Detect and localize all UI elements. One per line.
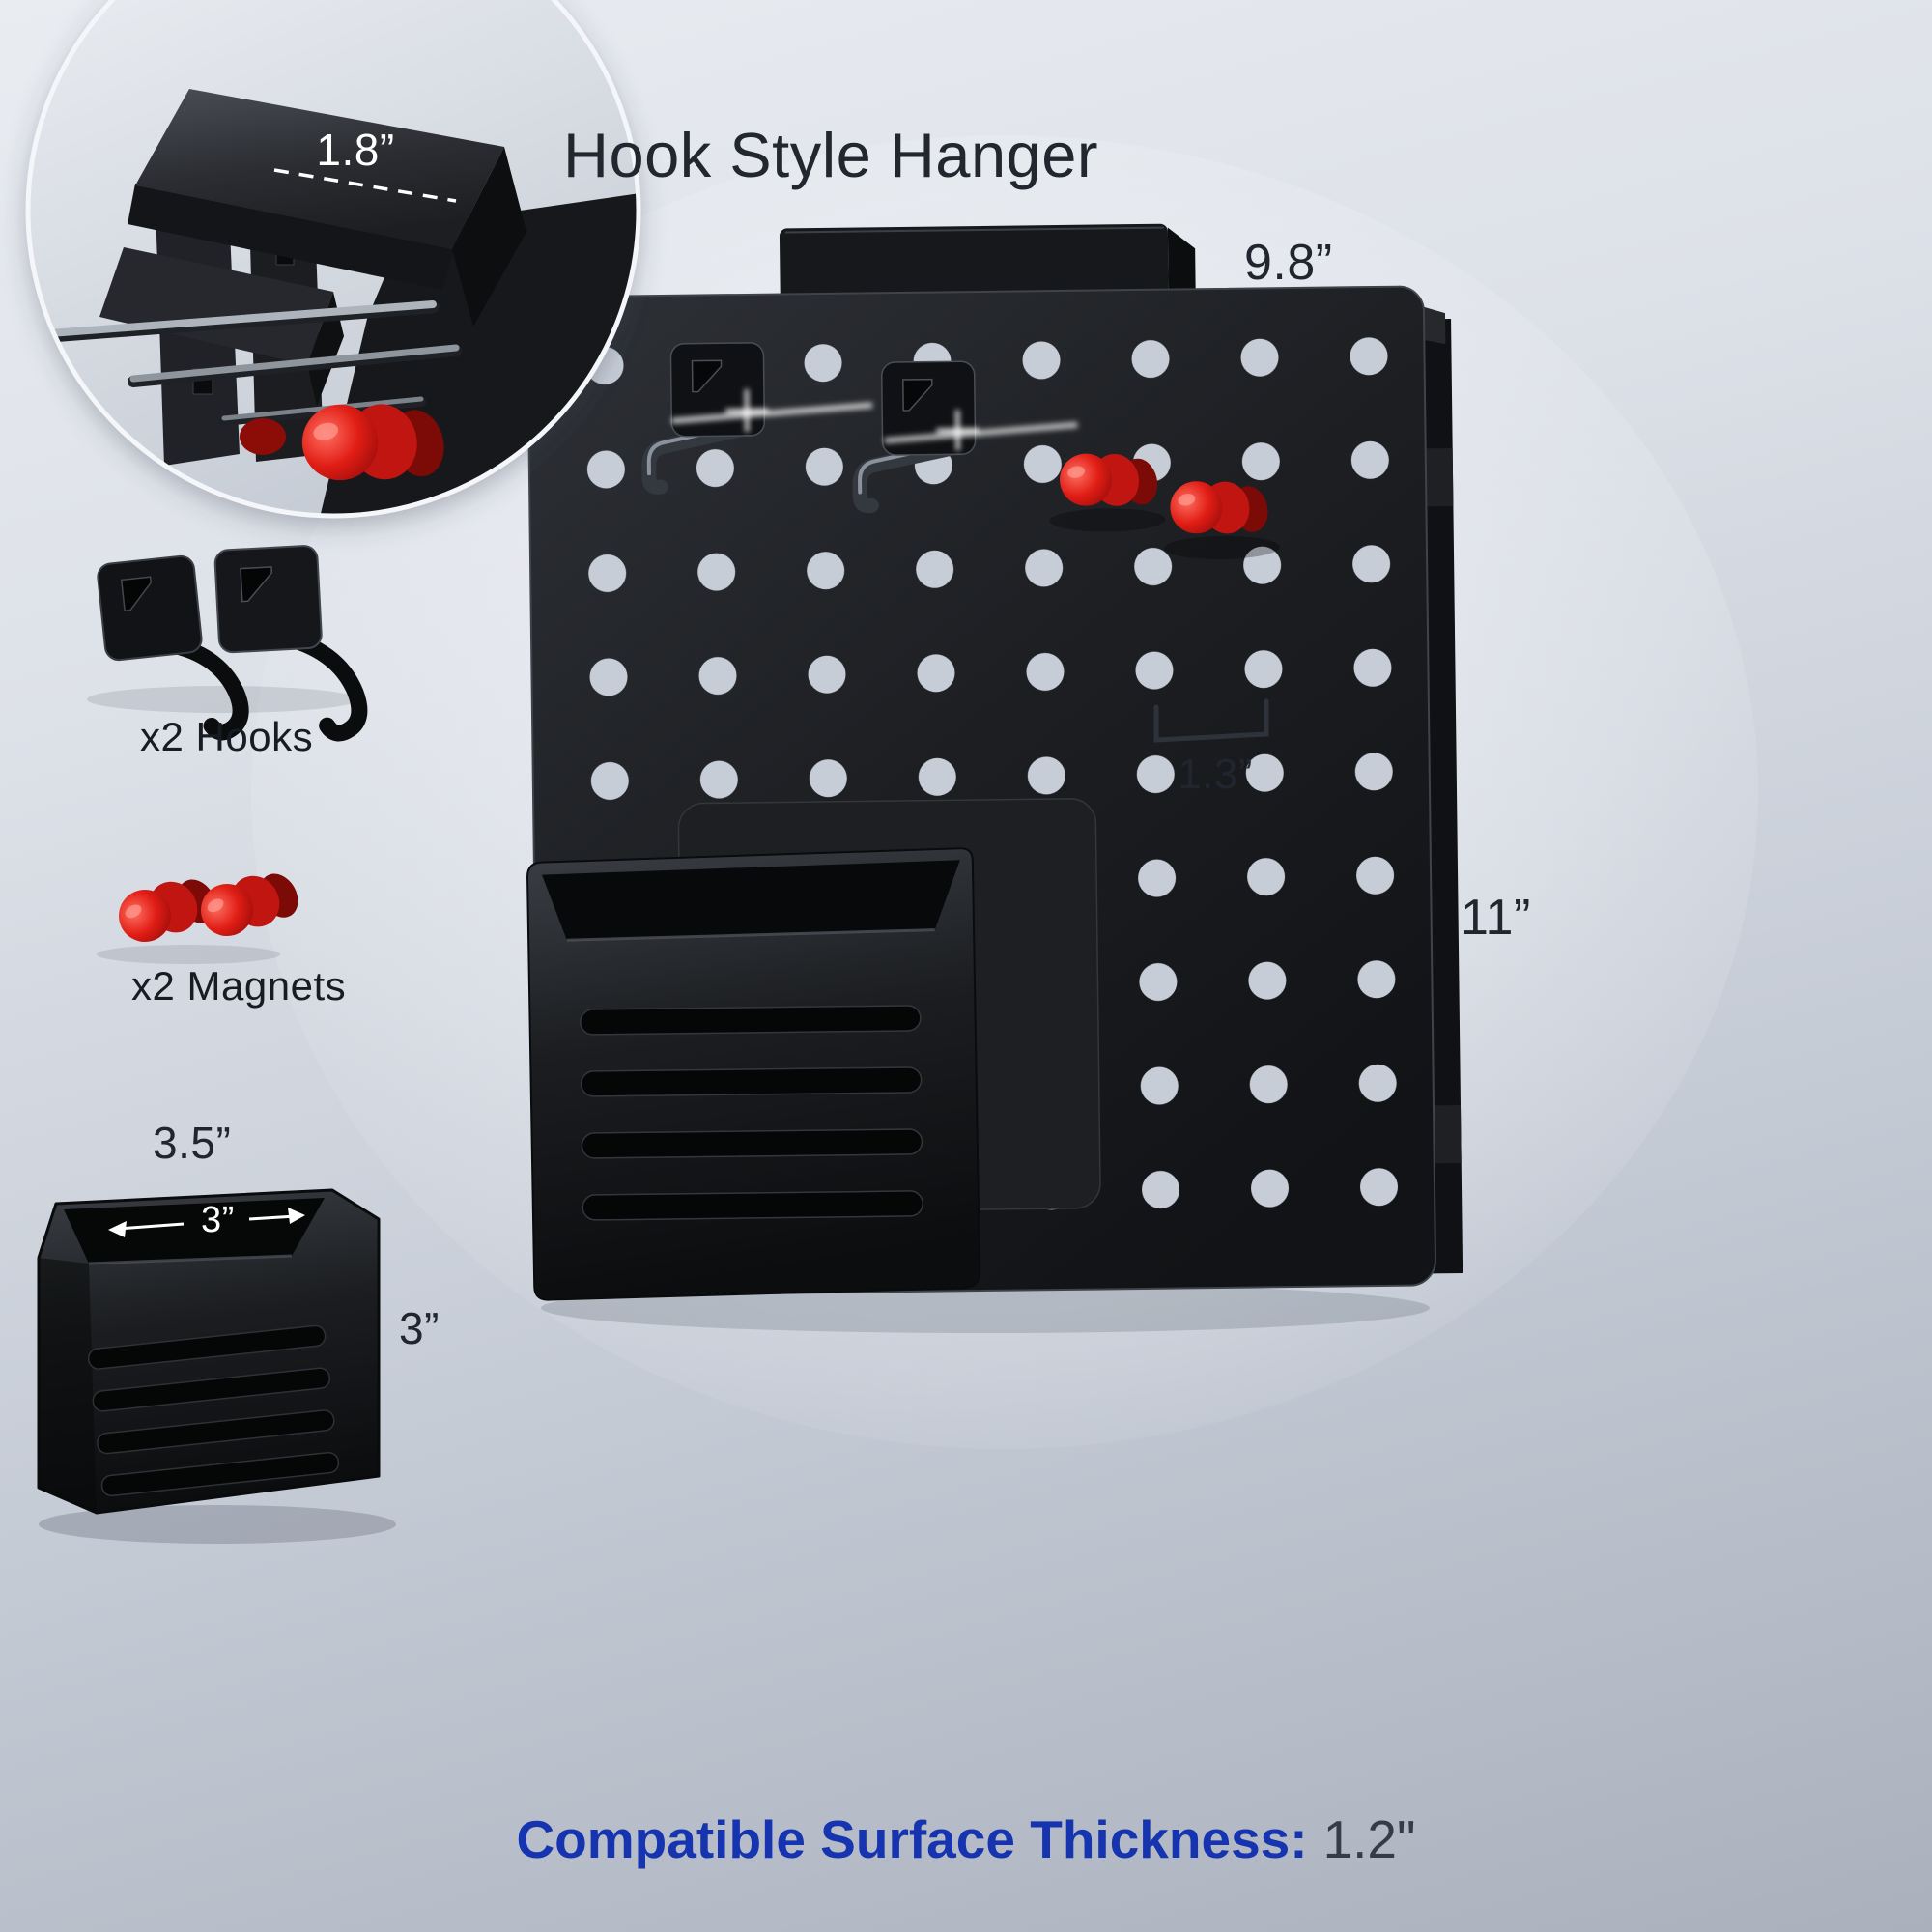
board-storage-bin <box>526 847 981 1301</box>
inset-dashed-measure <box>273 168 457 203</box>
hole-spacing-label: 1.3” <box>1178 751 1253 798</box>
hanger-top-bracket <box>779 223 1196 304</box>
light-streaks <box>671 388 1078 451</box>
shadows <box>39 686 1430 1544</box>
board-width-label: 9.8” <box>1244 235 1333 291</box>
page-title: Hook Style Hanger <box>563 120 1099 190</box>
hooks-count-label: x2 Hooks <box>140 714 314 759</box>
compatibility-label: Compatible Surface Thickness: <box>516 1809 1308 1869</box>
bin-height-label: 3” <box>399 1303 440 1353</box>
magnets-count-label: x2 Magnets <box>131 963 347 1009</box>
kit-hooks <box>97 545 368 742</box>
inset-shelf-top <box>135 89 504 249</box>
bin-width-label: 3.5” <box>153 1118 232 1168</box>
inset-detail-circle <box>25 0 641 519</box>
inner-width-arrow <box>108 1208 305 1237</box>
bin-inner-width-label: 3” <box>201 1200 235 1240</box>
pegboard-assembly <box>526 223 1463 1301</box>
inset-shelf-width-label: 1.8” <box>316 125 395 175</box>
kit-bin-vent-slots <box>87 1324 340 1497</box>
kit-storage-bin <box>37 1188 381 1515</box>
compatibility-value: 1.2" <box>1322 1809 1416 1869</box>
board-magnets <box>1049 439 1280 559</box>
board-height-label: 11” <box>1461 890 1531 946</box>
bin-vent-slots <box>580 1005 923 1221</box>
hole-spacing-bracket <box>1153 698 1269 743</box>
compatibility-note: Compatible Surface Thickness:1.2" <box>0 1808 1932 1870</box>
